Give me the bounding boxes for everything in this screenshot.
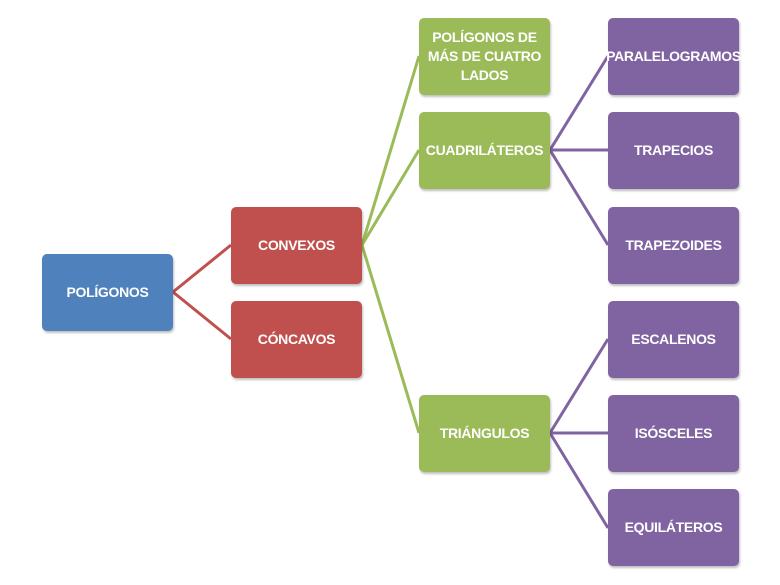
node-equilateros: EQUILÁTEROS [608,489,739,566]
node-escalenos: ESCALENOS [608,301,739,378]
node-cuadrilateros: CUADRILÁTEROS [419,112,550,189]
node-trapecios: TRAPECIOS [608,112,739,189]
connector-triangulos-escalenos [548,338,610,434]
connector-root-convexos [172,243,232,294]
node-paralelogramos: PARALELOGRAMOS [606,18,741,95]
node-isosceles: ISÓSCELES [608,395,739,472]
connector-convexos-mas-de-cuatro [360,55,421,246]
connector-triangulos-equilateros [548,432,610,529]
connector-cuadrilateros-paralelogramos [548,55,610,151]
node-convexos: CONVEXOS [231,207,362,284]
node-triangulos: TRIÁNGULOS [419,395,550,472]
node-poligonos: POLÍGONOS [42,254,173,331]
connector-root-concavos [172,290,232,341]
connector-convexos-triangulos [360,244,421,434]
connector-convexos-cuadrilateros [360,149,421,246]
node-poligonos-mas-de-cuatro-lados: POLÍGONOS DE MÁS DE CUATRO LADOS [419,18,550,95]
node-trapezoides: TRAPEZOIDES [608,207,739,284]
node-concavos: CÓNCAVOS [231,301,362,378]
connector-cuadrilateros-trapezoides [548,149,610,246]
